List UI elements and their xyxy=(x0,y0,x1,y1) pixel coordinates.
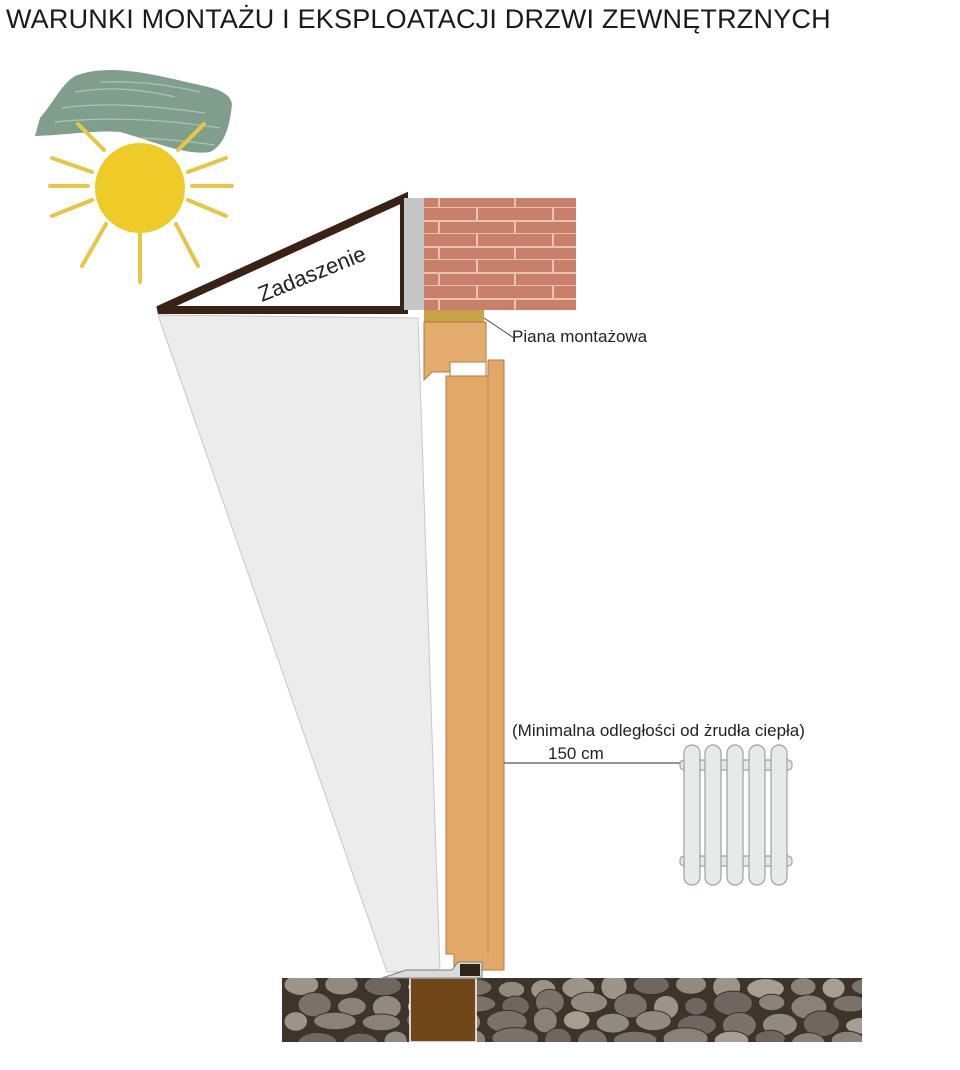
door-frame-seal xyxy=(449,361,487,377)
ground-stone xyxy=(491,1027,540,1042)
stone-ground xyxy=(282,978,895,1055)
ground-stone xyxy=(363,978,403,997)
ground-stone xyxy=(612,1030,658,1042)
foam-label: Piana montażowa xyxy=(512,327,648,346)
ground-stone xyxy=(297,992,332,1018)
ground-stone xyxy=(832,994,862,1013)
ground-stone xyxy=(595,1012,630,1034)
ground-stone xyxy=(821,978,846,999)
canopy-label: Zadaszenie xyxy=(255,241,370,307)
distance-note: (Minimalna odległości od żrudła ciepła) xyxy=(512,721,805,740)
ground-stone xyxy=(562,1010,591,1031)
ground-stone xyxy=(632,978,670,996)
ground-stone xyxy=(754,1029,786,1042)
ground-stone xyxy=(684,996,708,1016)
ground-stone xyxy=(791,1032,826,1042)
ground-stone xyxy=(870,1032,895,1055)
door-leaf xyxy=(445,359,505,971)
ground-stone xyxy=(297,1032,338,1042)
ground-stone xyxy=(544,1027,572,1042)
distance-value: 150 cm xyxy=(548,744,604,763)
ground-stone xyxy=(600,978,628,1001)
ground-stone xyxy=(532,1007,558,1034)
cloud-icon xyxy=(35,70,232,153)
installation-foam xyxy=(424,310,484,322)
threshold-sill xyxy=(381,961,483,979)
sun-icon xyxy=(48,122,234,284)
ground-stone xyxy=(789,978,817,997)
ground-stone xyxy=(713,1030,750,1042)
ground-stone xyxy=(576,1028,608,1042)
ground-stone xyxy=(361,1013,401,1032)
page-title: WARUNKI MONTAŻU I EKSPLOATACJI DRZWI ZEW… xyxy=(6,4,831,34)
ground-stone xyxy=(569,991,609,1014)
wall-lintel xyxy=(404,198,424,310)
ground-stone xyxy=(324,978,359,996)
ground-stone xyxy=(613,992,648,1019)
ground-stone xyxy=(342,1032,379,1042)
foam-leader-line xyxy=(483,317,515,339)
ground-stone xyxy=(712,990,754,1017)
ground-stone xyxy=(497,980,526,999)
ground-stone xyxy=(845,1016,862,1035)
ground-stone xyxy=(383,1030,408,1042)
ground-stone xyxy=(313,1011,357,1031)
ground-stone xyxy=(662,1027,709,1042)
canopy: Zadaszenie xyxy=(156,191,408,314)
brick-wall xyxy=(424,198,576,310)
ground-stone xyxy=(758,993,786,1012)
sun-shadow-area xyxy=(157,314,441,973)
radiator-icon xyxy=(679,744,793,886)
ground-stone xyxy=(283,1011,309,1032)
threshold-seal xyxy=(460,964,480,976)
ground-stone xyxy=(674,978,708,995)
ground-stone xyxy=(830,1030,862,1042)
ground-stone xyxy=(850,978,862,996)
ground-stone xyxy=(635,1010,672,1032)
ground-stone xyxy=(283,978,320,996)
threshold-base xyxy=(409,977,477,1043)
